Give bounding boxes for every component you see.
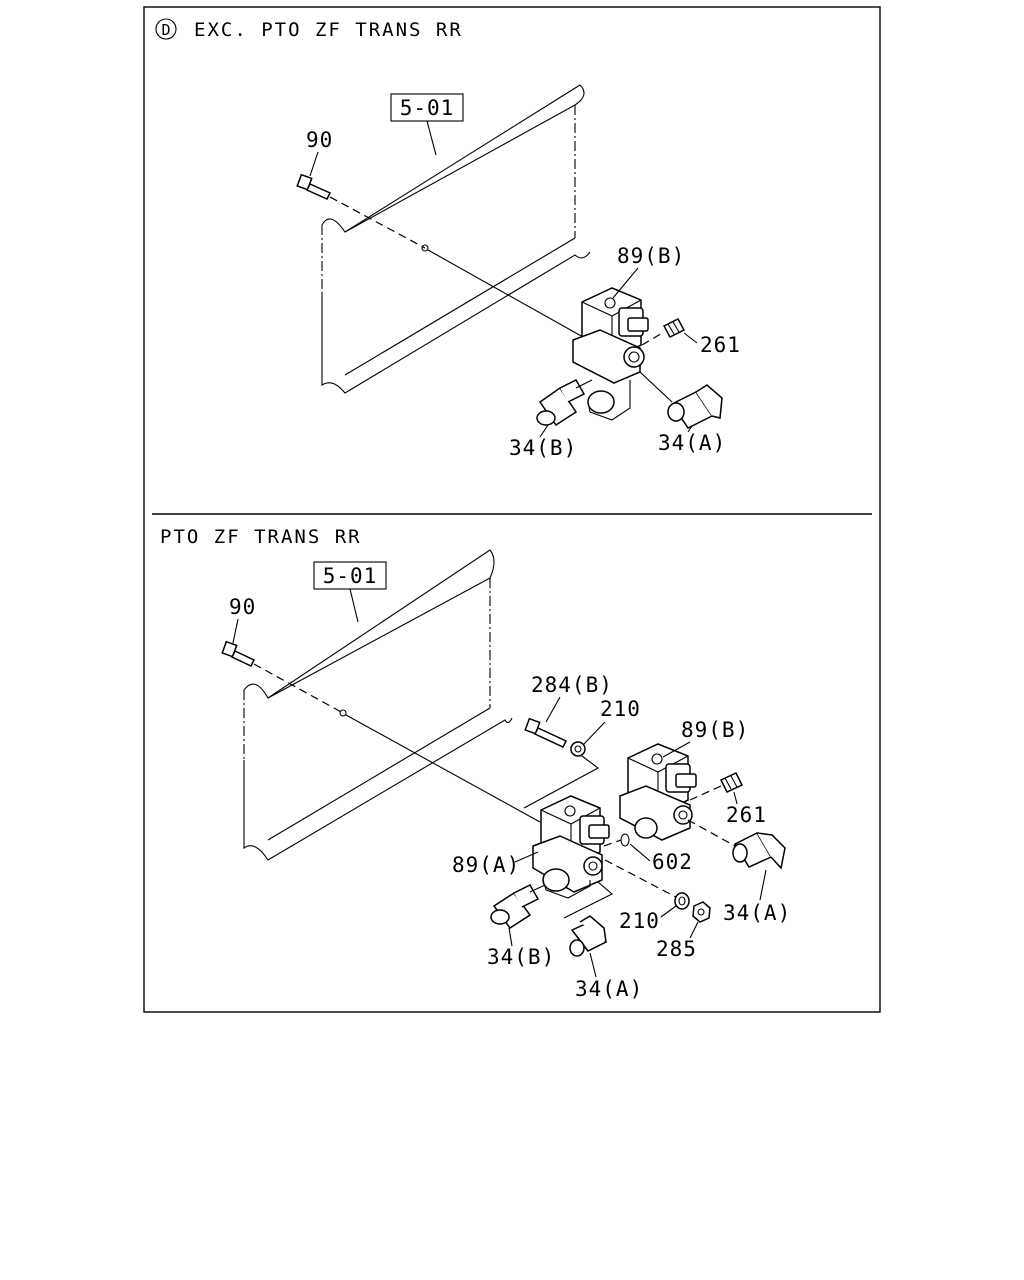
callout-bolt: 90 xyxy=(306,128,333,152)
frame-rail xyxy=(321,84,591,394)
callout-washer-bottom: 210 xyxy=(619,909,660,933)
panel-title: EXC. PTO ZF TRANS RR xyxy=(194,19,463,41)
fitting-a-bottom-part xyxy=(569,915,608,957)
callout-bolt: 90 xyxy=(229,595,256,619)
callout-fitting-a-right: 34(A) xyxy=(723,901,791,925)
long-bolt-part xyxy=(524,717,568,748)
frame-rail xyxy=(243,549,513,861)
fitting-a-right-part xyxy=(732,832,786,870)
callout-valve-b: 89(B) xyxy=(681,718,749,742)
washer-bottom-part xyxy=(674,892,690,910)
callout-valve-a: 89(A) xyxy=(452,853,520,877)
plug-part xyxy=(719,772,744,793)
callout-nut: 285 xyxy=(656,937,697,961)
panel-top: D EXC. PTO ZF TRANS RR 5-01 90 xyxy=(155,18,741,460)
oring-part xyxy=(620,833,630,847)
fitting-a-part xyxy=(667,384,723,429)
nut-part xyxy=(692,901,711,923)
valve-a-part xyxy=(532,795,610,899)
panel-title: PTO ZF TRANS RR xyxy=(160,526,362,548)
ref-box-label: 5-01 xyxy=(400,96,455,120)
callout-valve-b: 89(B) xyxy=(617,244,685,268)
bolt-part xyxy=(221,640,256,667)
callout-washer-top: 210 xyxy=(600,697,641,721)
washer-top-part xyxy=(570,741,586,757)
callout-plug: 261 xyxy=(726,803,767,827)
callout-plug: 261 xyxy=(700,333,741,357)
callout-fitting-b: 34(B) xyxy=(487,945,555,969)
valve-b-part xyxy=(619,743,697,841)
ref-box-label: 5-01 xyxy=(323,564,378,588)
panel-bottom: PTO ZF TRANS RR 5-01 90 284(B) xyxy=(160,526,791,1001)
bolt-part xyxy=(296,173,332,200)
callout-bolt-long: 284(B) xyxy=(531,673,613,697)
plug-part xyxy=(662,318,686,338)
callout-fitting-b: 34(B) xyxy=(509,436,577,460)
section-marker-letter: D xyxy=(161,21,170,39)
valve-part xyxy=(572,287,649,421)
callout-fitting-a: 34(A) xyxy=(658,431,726,455)
section-marker-circle xyxy=(155,18,177,40)
fitting-b-part xyxy=(536,379,586,427)
diagram-frame xyxy=(143,6,881,1013)
callout-fitting-a-bottom: 34(A) xyxy=(575,977,643,1001)
callout-oring: 602 xyxy=(652,850,693,874)
